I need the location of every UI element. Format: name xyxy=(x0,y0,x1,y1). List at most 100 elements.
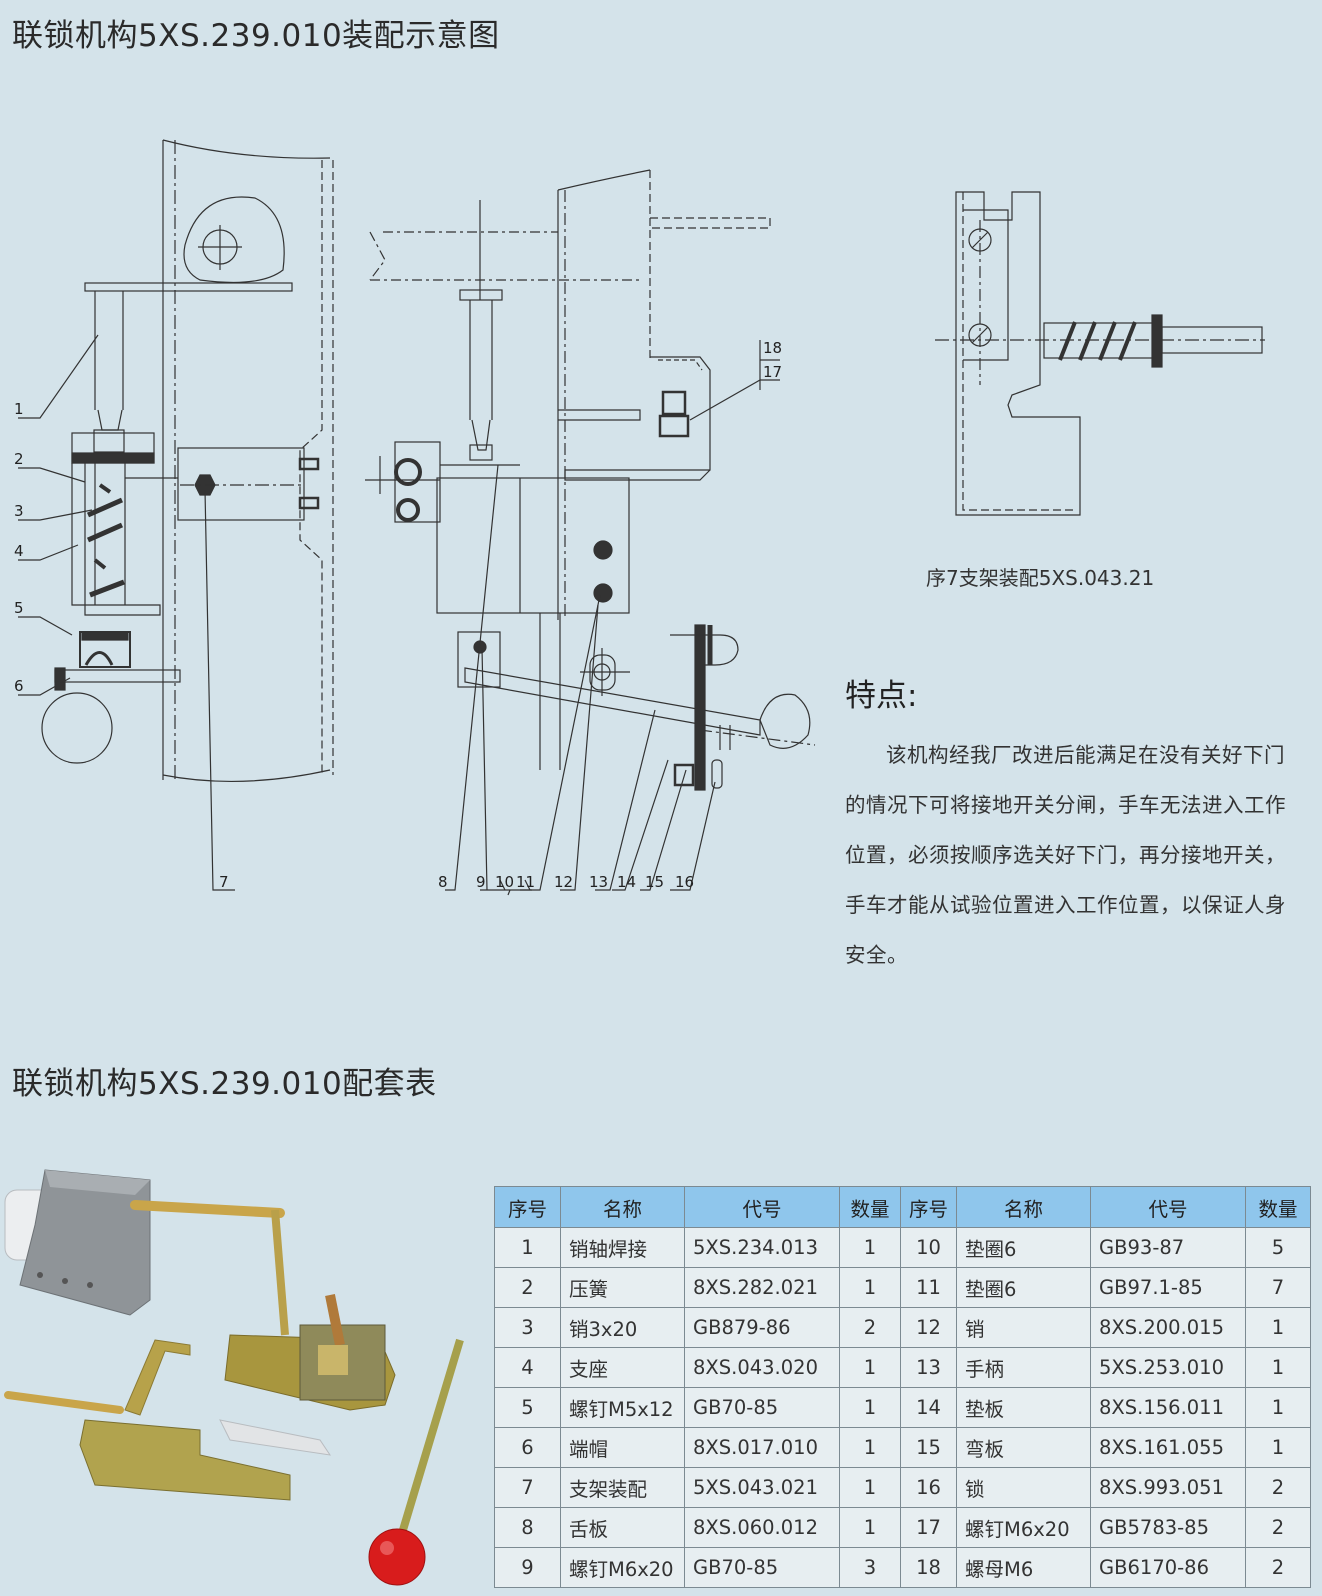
table-cell: 销轴焊接 xyxy=(560,1227,685,1268)
features-heading: 特点: xyxy=(845,678,918,714)
table-cell: 1 xyxy=(839,1347,901,1388)
col-header: 序号 xyxy=(899,1186,958,1228)
table-cell: 8XS.282.021 xyxy=(684,1267,840,1308)
leader-2: 2 xyxy=(14,450,24,468)
table-cell: 15 xyxy=(899,1427,958,1468)
leader-16: 16 xyxy=(675,873,694,891)
leader-5: 5 xyxy=(14,599,24,617)
table-cell: 5 xyxy=(1245,1227,1312,1268)
leader-4: 4 xyxy=(14,542,24,560)
table-cell: GB879-86 xyxy=(684,1307,840,1348)
table-cell: 6 xyxy=(494,1427,561,1468)
bracket-caption: 序7支架装配5XS.043.21 xyxy=(926,566,1155,590)
table-cell: 5XS.253.010 xyxy=(1090,1347,1247,1388)
table-cell: 8XS.161.055 xyxy=(1090,1427,1247,1468)
table-cell: 垫板 xyxy=(956,1387,1092,1428)
table-cell: 16 xyxy=(899,1467,958,1508)
leader-12: 12 xyxy=(554,873,573,891)
table-cell: 垫圈6 xyxy=(956,1227,1092,1268)
table-cell: GB93-87 xyxy=(1090,1227,1247,1268)
table-cell: 垫圈6 xyxy=(956,1267,1092,1308)
table-cell: 8XS.060.012 xyxy=(684,1507,840,1548)
table-cell: 1 xyxy=(1245,1307,1312,1348)
table-cell: 1 xyxy=(839,1427,901,1468)
table-cell: 1 xyxy=(839,1387,901,1428)
table-cell: 8 xyxy=(494,1507,561,1548)
table-cell: 销 xyxy=(956,1307,1092,1348)
leader-11: 11 xyxy=(516,873,535,891)
table-cell: 7 xyxy=(494,1467,561,1508)
table-cell: 支架装配 xyxy=(560,1467,685,1508)
table-cell: 1 xyxy=(839,1267,901,1308)
table-cell: 8XS.017.010 xyxy=(684,1427,840,1468)
table-cell: 5 xyxy=(494,1387,561,1428)
table-cell: 7 xyxy=(1245,1267,1312,1308)
table-cell: 螺钉M6x20 xyxy=(956,1507,1092,1548)
table-cell: 1 xyxy=(839,1507,901,1548)
table-cell: 手柄 xyxy=(956,1347,1092,1388)
table-cell: 10 xyxy=(899,1227,958,1268)
table-cell: GB5783-85 xyxy=(1090,1507,1247,1548)
col-header: 代号 xyxy=(1090,1186,1247,1228)
col-header: 数量 xyxy=(1245,1186,1312,1228)
table-cell: 12 xyxy=(899,1307,958,1348)
table-cell: 5XS.234.013 xyxy=(684,1227,840,1268)
table-cell: 螺母M6 xyxy=(956,1547,1092,1588)
leader-6: 6 xyxy=(14,677,24,695)
table-cell: 2 xyxy=(1245,1467,1312,1508)
table-cell: 4 xyxy=(494,1347,561,1388)
col-header: 数量 xyxy=(839,1186,901,1228)
table-cell: 1 xyxy=(1245,1387,1312,1428)
table-cell: GB70-85 xyxy=(684,1387,840,1428)
table-cell: 2 xyxy=(1245,1547,1312,1588)
col-header: 序号 xyxy=(494,1186,561,1228)
table-cell: GB97.1-85 xyxy=(1090,1267,1247,1308)
table-cell: 弯板 xyxy=(956,1427,1092,1468)
table-cell: 11 xyxy=(899,1267,958,1308)
table-cell: 端帽 xyxy=(560,1427,685,1468)
table-header-row: 序号 名称 代号 数量 序号 名称 代号 数量 xyxy=(494,1186,1312,1228)
leader-13: 13 xyxy=(589,873,608,891)
col-header: 代号 xyxy=(684,1186,840,1228)
leader-17: 17 xyxy=(763,363,782,381)
leader-15: 15 xyxy=(645,873,664,891)
table-cell: 舌板 xyxy=(560,1507,685,1548)
table-cell: 压簧 xyxy=(560,1267,685,1308)
table-cell: 13 xyxy=(899,1347,958,1388)
leader-14: 14 xyxy=(617,873,636,891)
table-cell: 2 xyxy=(494,1267,561,1308)
table-cell: 螺钉M6x20 xyxy=(560,1547,685,1588)
table-cell: 1 xyxy=(494,1227,561,1268)
col-header: 名称 xyxy=(560,1186,685,1228)
table-cell: 1 xyxy=(1245,1427,1312,1468)
parts-title: 联锁机构5XS.239.010配套表 xyxy=(12,1066,437,1102)
leader-9: 9 xyxy=(476,873,486,891)
parts-photo xyxy=(4,1169,464,1586)
table-cell: 8XS.043.020 xyxy=(684,1347,840,1388)
leader-3: 3 xyxy=(14,502,24,520)
col-header: 名称 xyxy=(956,1186,1092,1228)
table-cell: 锁 xyxy=(956,1467,1092,1508)
table-cell: GB6170-86 xyxy=(1090,1547,1247,1588)
table-cell: 3 xyxy=(494,1307,561,1348)
table-cell: 5XS.043.021 xyxy=(684,1467,840,1508)
assembly-drawing: 1 2 3 4 5 6 7 8 9 10 11 12 13 14 15 16 1… xyxy=(14,139,1265,896)
leader-8: 8 xyxy=(438,873,448,891)
leader-7: 7 xyxy=(219,873,229,891)
table-cell: 2 xyxy=(839,1307,901,1348)
features-text: 该机构经我厂改进后能满足在没有关好下门的情况下可将接地开关分闸，手车无法进入工作… xyxy=(845,743,1286,967)
leader-18: 18 xyxy=(763,339,782,357)
table-cell: 螺钉M5x12 xyxy=(560,1387,685,1428)
table-cell: 2 xyxy=(1245,1507,1312,1548)
table-cell: 支座 xyxy=(560,1347,685,1388)
table-cell: 8XS.156.011 xyxy=(1090,1387,1247,1428)
